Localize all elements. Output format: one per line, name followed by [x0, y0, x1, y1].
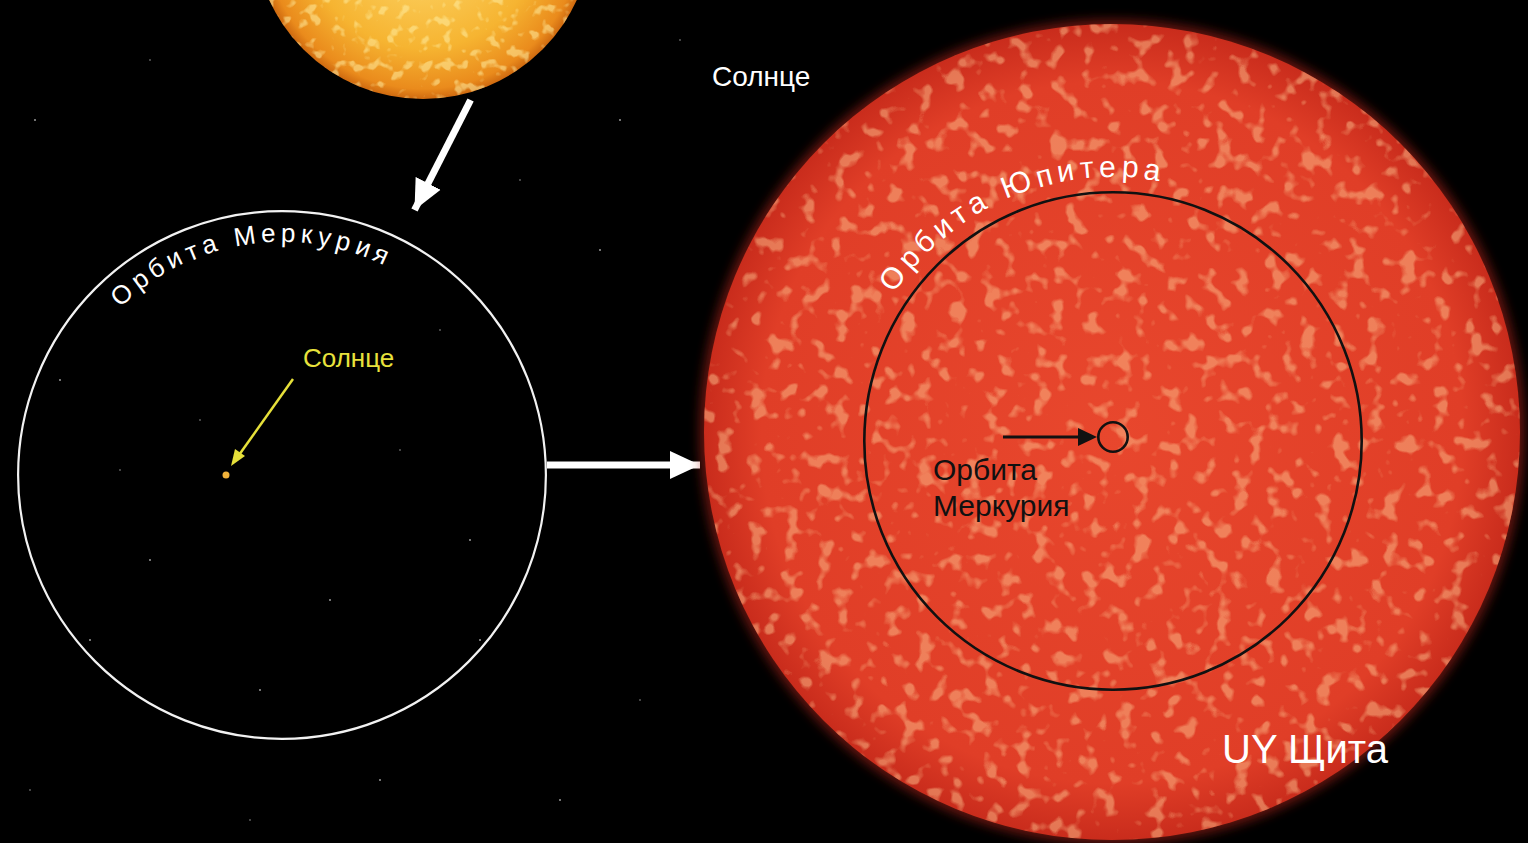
- star-dot: [34, 119, 36, 121]
- sun-dot-shape: [222, 471, 230, 479]
- sun-dot: Солнце: [222, 471, 230, 479]
- glyph: а: [198, 229, 221, 262]
- sun-body: [254, 0, 592, 99]
- glyph: п: [1032, 157, 1056, 194]
- mercury-leader: [1003, 428, 1097, 446]
- star-dot: [59, 379, 61, 381]
- sun-dot-mark: [223, 472, 230, 479]
- glyph: Ю: [996, 163, 1037, 206]
- leader-line: [239, 379, 293, 455]
- star-dot: [89, 639, 91, 641]
- star-dot: [559, 799, 561, 801]
- star-dot: [469, 539, 471, 541]
- star-dot: [599, 249, 601, 251]
- glyph: р: [1121, 150, 1140, 185]
- background-stars: [29, 39, 681, 821]
- mercury-orbit: Орбита МеркурияСолнце: [17, 210, 547, 740]
- star-name: UY Щита: [1222, 725, 1388, 773]
- orbit-ring: [18, 211, 546, 739]
- star-dot: [149, 59, 151, 61]
- star-dot: [679, 39, 681, 41]
- sun-disc: Солнце: [253, 0, 593, 100]
- sun-granulation: [253, 0, 593, 100]
- star-dot: [619, 119, 621, 121]
- sun-label: Солнце: [303, 343, 394, 374]
- glyph: р: [333, 226, 355, 259]
- star-glow: [700, 20, 1524, 843]
- star-dot: [249, 819, 251, 821]
- red-supergiant: UY Щита Орбита ЮпитераОрбита Меркурия: [700, 20, 1524, 843]
- red-supergiant-shape: [700, 20, 1524, 843]
- glyph: е: [260, 219, 276, 250]
- star-dot: [379, 779, 381, 781]
- glyph: к: [300, 220, 314, 251]
- glyph: у: [316, 222, 334, 254]
- star-dot: [479, 639, 481, 641]
- sun-label: Солнце: [712, 60, 810, 94]
- orbit-ring: [1098, 422, 1127, 451]
- glyph: и: [1054, 153, 1076, 190]
- jupiter-orbit: Орбита ЮпитераОрбита Меркурия: [863, 191, 1363, 691]
- orbit-label: Орбита Меркурия: [933, 452, 1123, 524]
- star-dot: [119, 469, 121, 471]
- orbit-label: Орбита Меркурия: [105, 217, 398, 312]
- star-dot: [439, 329, 441, 331]
- star-granulation: [700, 20, 1524, 843]
- glyph: т: [1078, 150, 1095, 186]
- glyph: е: [1099, 150, 1116, 185]
- flow-arrow: [547, 461, 700, 468]
- star-dot: [29, 789, 31, 791]
- star-dot: [639, 699, 641, 701]
- sun-leader: [231, 379, 293, 466]
- glyph: М: [232, 220, 258, 253]
- orbit-label: Орбита Юпитера: [873, 148, 1171, 298]
- leader-head: [1078, 428, 1097, 446]
- glyph: [218, 225, 232, 256]
- star-dot: [399, 449, 401, 451]
- orbit-ring: [864, 192, 1361, 689]
- mercury-orbit-shape: [17, 210, 547, 740]
- jupiter-orbit-shape: [863, 191, 1363, 691]
- flow-arrow: [415, 100, 471, 210]
- leader-line: [1003, 436, 1082, 439]
- star-dot: [149, 559, 151, 561]
- mercury-orbit-small: Орбита Меркурия: [1097, 421, 1129, 453]
- sun-disc-shape: [253, 0, 593, 100]
- star-dot: [199, 419, 201, 421]
- mercury-orbit-small-shape: [1097, 421, 1129, 453]
- star-dot: [329, 599, 331, 601]
- star-dot: [259, 689, 261, 691]
- glyph: р: [281, 219, 296, 249]
- glyph: а: [1142, 152, 1163, 189]
- leader-head: [231, 449, 245, 466]
- glyph: я: [369, 239, 394, 272]
- star-dot: [519, 179, 521, 181]
